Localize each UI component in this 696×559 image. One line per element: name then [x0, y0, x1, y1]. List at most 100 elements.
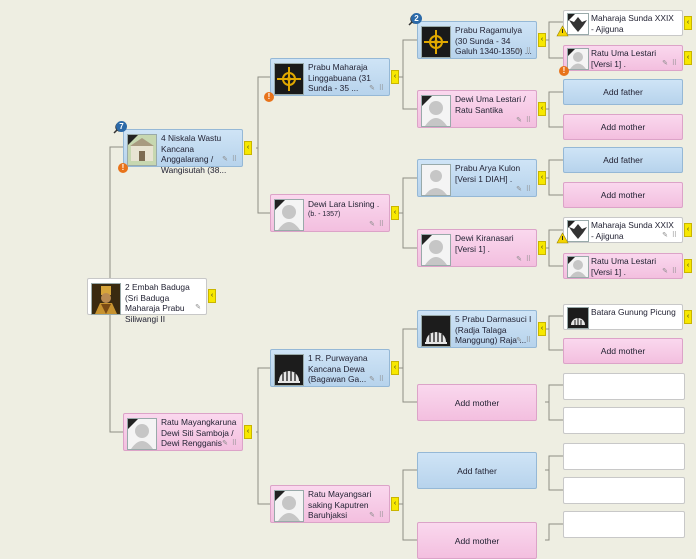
- portrait-photo: [421, 26, 451, 58]
- add-father-button[interactable]: Add father: [417, 452, 537, 489]
- silhouette-male-icon: [422, 165, 450, 195]
- edit-icon[interactable]: ✎ ⠿: [516, 117, 532, 124]
- empty-slot[interactable]: [563, 443, 685, 470]
- expand-tab[interactable]: ‹: [538, 33, 546, 47]
- expand-tab[interactable]: ‹: [684, 223, 692, 237]
- expand-tab[interactable]: ‹: [208, 289, 216, 303]
- portrait-photo: [421, 315, 451, 347]
- expand-tab[interactable]: ‹: [391, 70, 399, 84]
- empty-slot[interactable]: [563, 373, 685, 400]
- expand-tab[interactable]: ‹: [244, 425, 252, 439]
- add-father-button[interactable]: Add father: [563, 147, 683, 173]
- edit-icon[interactable]: ✎ ⠿: [369, 221, 385, 228]
- person-card-maternal-grandmother[interactable]: Ratu Mayangsari saking Kaputren Baruhjak…: [270, 485, 390, 523]
- portrait-photo: [421, 95, 451, 127]
- person-name: 1 R. Purwayana Kancana Dewa (Bagawan Ga.…: [308, 353, 368, 385]
- edit-icon[interactable]: ✎ ⠿: [516, 337, 532, 344]
- person-card-ggf-3[interactable]: 5 Prabu Darmasuci I (Radja Talaga Manggu…: [417, 310, 537, 348]
- silhouette-female-icon: [568, 257, 588, 277]
- edit-icon[interactable]: ✎ ⠿: [516, 256, 532, 263]
- warning-triangle-icon: [556, 25, 569, 37]
- edit-icon[interactable]: ✎ ⠿: [662, 232, 678, 239]
- silhouette-female-icon: [275, 491, 303, 521]
- expand-tab[interactable]: ‹: [391, 206, 399, 220]
- person-name: Prabu Ragamulya (30 Sunda - 34 Galuh 134…: [455, 25, 532, 57]
- person-card-g4-1[interactable]: Maharaja Sunda XXIX - Ajiguna: [563, 10, 683, 36]
- empty-slot[interactable]: [563, 407, 685, 434]
- person-card-ggf-2[interactable]: Prabu Arya Kulon [Versi 1 DIAH] . ✎ ⠿: [417, 159, 537, 197]
- add-mother-button[interactable]: Add mother: [417, 384, 537, 421]
- person-card-ggf-1[interactable]: Prabu Ragamulya (30 Sunda - 34 Galuh 134…: [417, 21, 537, 59]
- edit-icon[interactable]: ✎: [195, 304, 202, 311]
- expand-tab[interactable]: ‹: [391, 361, 399, 375]
- portrait-photo: [567, 307, 589, 329]
- silhouette-female-icon: [422, 235, 450, 265]
- edit-icon[interactable]: ✎ ⠿: [369, 85, 385, 92]
- expand-tab[interactable]: ‹: [538, 241, 546, 255]
- person-name: 4 Niskala Wastu Kancana Anggalarang / Wa…: [161, 133, 227, 175]
- person-card-maternal-grandfather[interactable]: 1 R. Purwayana Kancana Dewa (Bagawan Ga.…: [270, 349, 390, 387]
- person-name: Dewi Kiranasari [Versi 1] .: [455, 233, 514, 254]
- edit-icon[interactable]: ✎ ⠿: [222, 156, 238, 163]
- person-card-ggm-1[interactable]: Dewi Uma Lestari / Ratu Santika ✎ ⠿: [417, 90, 537, 128]
- expand-tab[interactable]: ‹: [538, 171, 546, 185]
- warning-badge[interactable]: !: [118, 163, 128, 173]
- add-mother-button[interactable]: Add mother: [563, 182, 683, 208]
- expand-tab[interactable]: ‹: [391, 497, 399, 511]
- portrait-photo: [567, 220, 589, 242]
- person-name: Maharaja Sunda XXIX - Ajiguna: [591, 220, 674, 241]
- emblem-icon: [275, 355, 303, 385]
- edit-icon[interactable]: ✎ ⠿: [222, 440, 238, 447]
- edit-icon[interactable]: ✎ ⠿: [369, 512, 385, 519]
- person-name: 5 Prabu Darmasuci I (Radja Talaga Manggu…: [455, 314, 532, 346]
- expand-tab[interactable]: ‹: [538, 322, 546, 336]
- person-name: Ratu Mayangsari saking Kaputren Baruhjak…: [308, 489, 372, 521]
- edit-icon[interactable]: ✎ ⠿: [369, 376, 385, 383]
- empty-slot[interactable]: [563, 511, 685, 538]
- portrait-photo: [91, 283, 121, 315]
- expand-tab[interactable]: ‹: [538, 102, 546, 116]
- relatives-count-badge[interactable]: 2: [408, 13, 422, 26]
- warning-badge[interactable]: !: [264, 92, 274, 102]
- add-mother-button[interactable]: Add mother: [563, 338, 683, 364]
- person-name: Dewi Lara Lisning .: [308, 199, 380, 209]
- empty-slot[interactable]: [563, 477, 685, 504]
- expand-tab[interactable]: ‹: [244, 141, 252, 155]
- person-name: Maharaja Sunda XXIX - Ajiguna: [591, 13, 674, 34]
- person-card-paternal-grandfather[interactable]: Prabu Maharaja Linggabuana (31 Sunda - 3…: [270, 58, 390, 96]
- add-father-button[interactable]: Add father: [563, 79, 683, 105]
- expand-tab[interactable]: ‹: [684, 310, 692, 324]
- person-card-father[interactable]: 4 Niskala Wastu Kancana Anggalarang / Wa…: [123, 129, 243, 175]
- portrait-photo: [127, 134, 157, 166]
- expand-tab[interactable]: ‹: [684, 16, 692, 30]
- expand-tab[interactable]: ‹: [684, 51, 692, 65]
- edit-icon[interactable]: ✎ ⠿: [516, 186, 532, 193]
- warning-triangle-icon: [556, 232, 569, 244]
- expand-tab[interactable]: ‹: [684, 259, 692, 273]
- portrait-photo: [421, 234, 451, 266]
- person-card-ggm-2[interactable]: Dewi Kiranasari [Versi 1] . ✎ ⠿: [417, 229, 537, 267]
- edit-icon[interactable]: ✎ ⠿: [516, 48, 532, 55]
- person-card-paternal-grandmother[interactable]: Dewi Lara Lisning . (b. - 1357) ✎ ⠿: [270, 194, 390, 232]
- person-card-g4-2[interactable]: Ratu Uma Lestari [Versi 1] . ✎ ⠿: [563, 45, 683, 71]
- person-card-mother[interactable]: Ratu Mayangkaruna Dewi Siti Samboja / De…: [123, 413, 243, 451]
- person-dates: (b. - 1357): [308, 211, 341, 218]
- person-name: Batara Gunung Picung: [591, 307, 676, 317]
- portrait-photo: [567, 13, 589, 35]
- person-name: 2 Embah Baduga (Sri Baduga Maharaja Prab…: [125, 282, 190, 324]
- edit-icon[interactable]: ✎ ⠿: [662, 268, 678, 275]
- edit-icon[interactable]: ✎ ⠿: [662, 60, 678, 67]
- add-mother-button[interactable]: Add mother: [563, 114, 683, 140]
- relatives-count-badge[interactable]: 7: [113, 121, 127, 134]
- add-mother-button[interactable]: Add mother: [417, 522, 537, 559]
- portrait-photo: [274, 490, 304, 522]
- person-card-root[interactable]: 2 Embah Baduga (Sri Baduga Maharaja Prab…: [87, 278, 207, 324]
- person-card-g4-4[interactable]: Ratu Uma Lestari [Versi 1] . ✎ ⠿: [563, 253, 683, 279]
- person-card-g4-3[interactable]: Maharaja Sunda XXIX - Ajiguna ✎ ⠿: [563, 217, 683, 243]
- palace-photo-icon: [128, 135, 156, 165]
- portrait-photo: [274, 63, 304, 95]
- warning-badge[interactable]: !: [559, 66, 569, 76]
- person-card-g4-5[interactable]: Batara Gunung Picung: [563, 304, 683, 330]
- person-name: Dewi Uma Lestari / Ratu Santika: [455, 94, 526, 115]
- silhouette-female-icon: [275, 200, 303, 230]
